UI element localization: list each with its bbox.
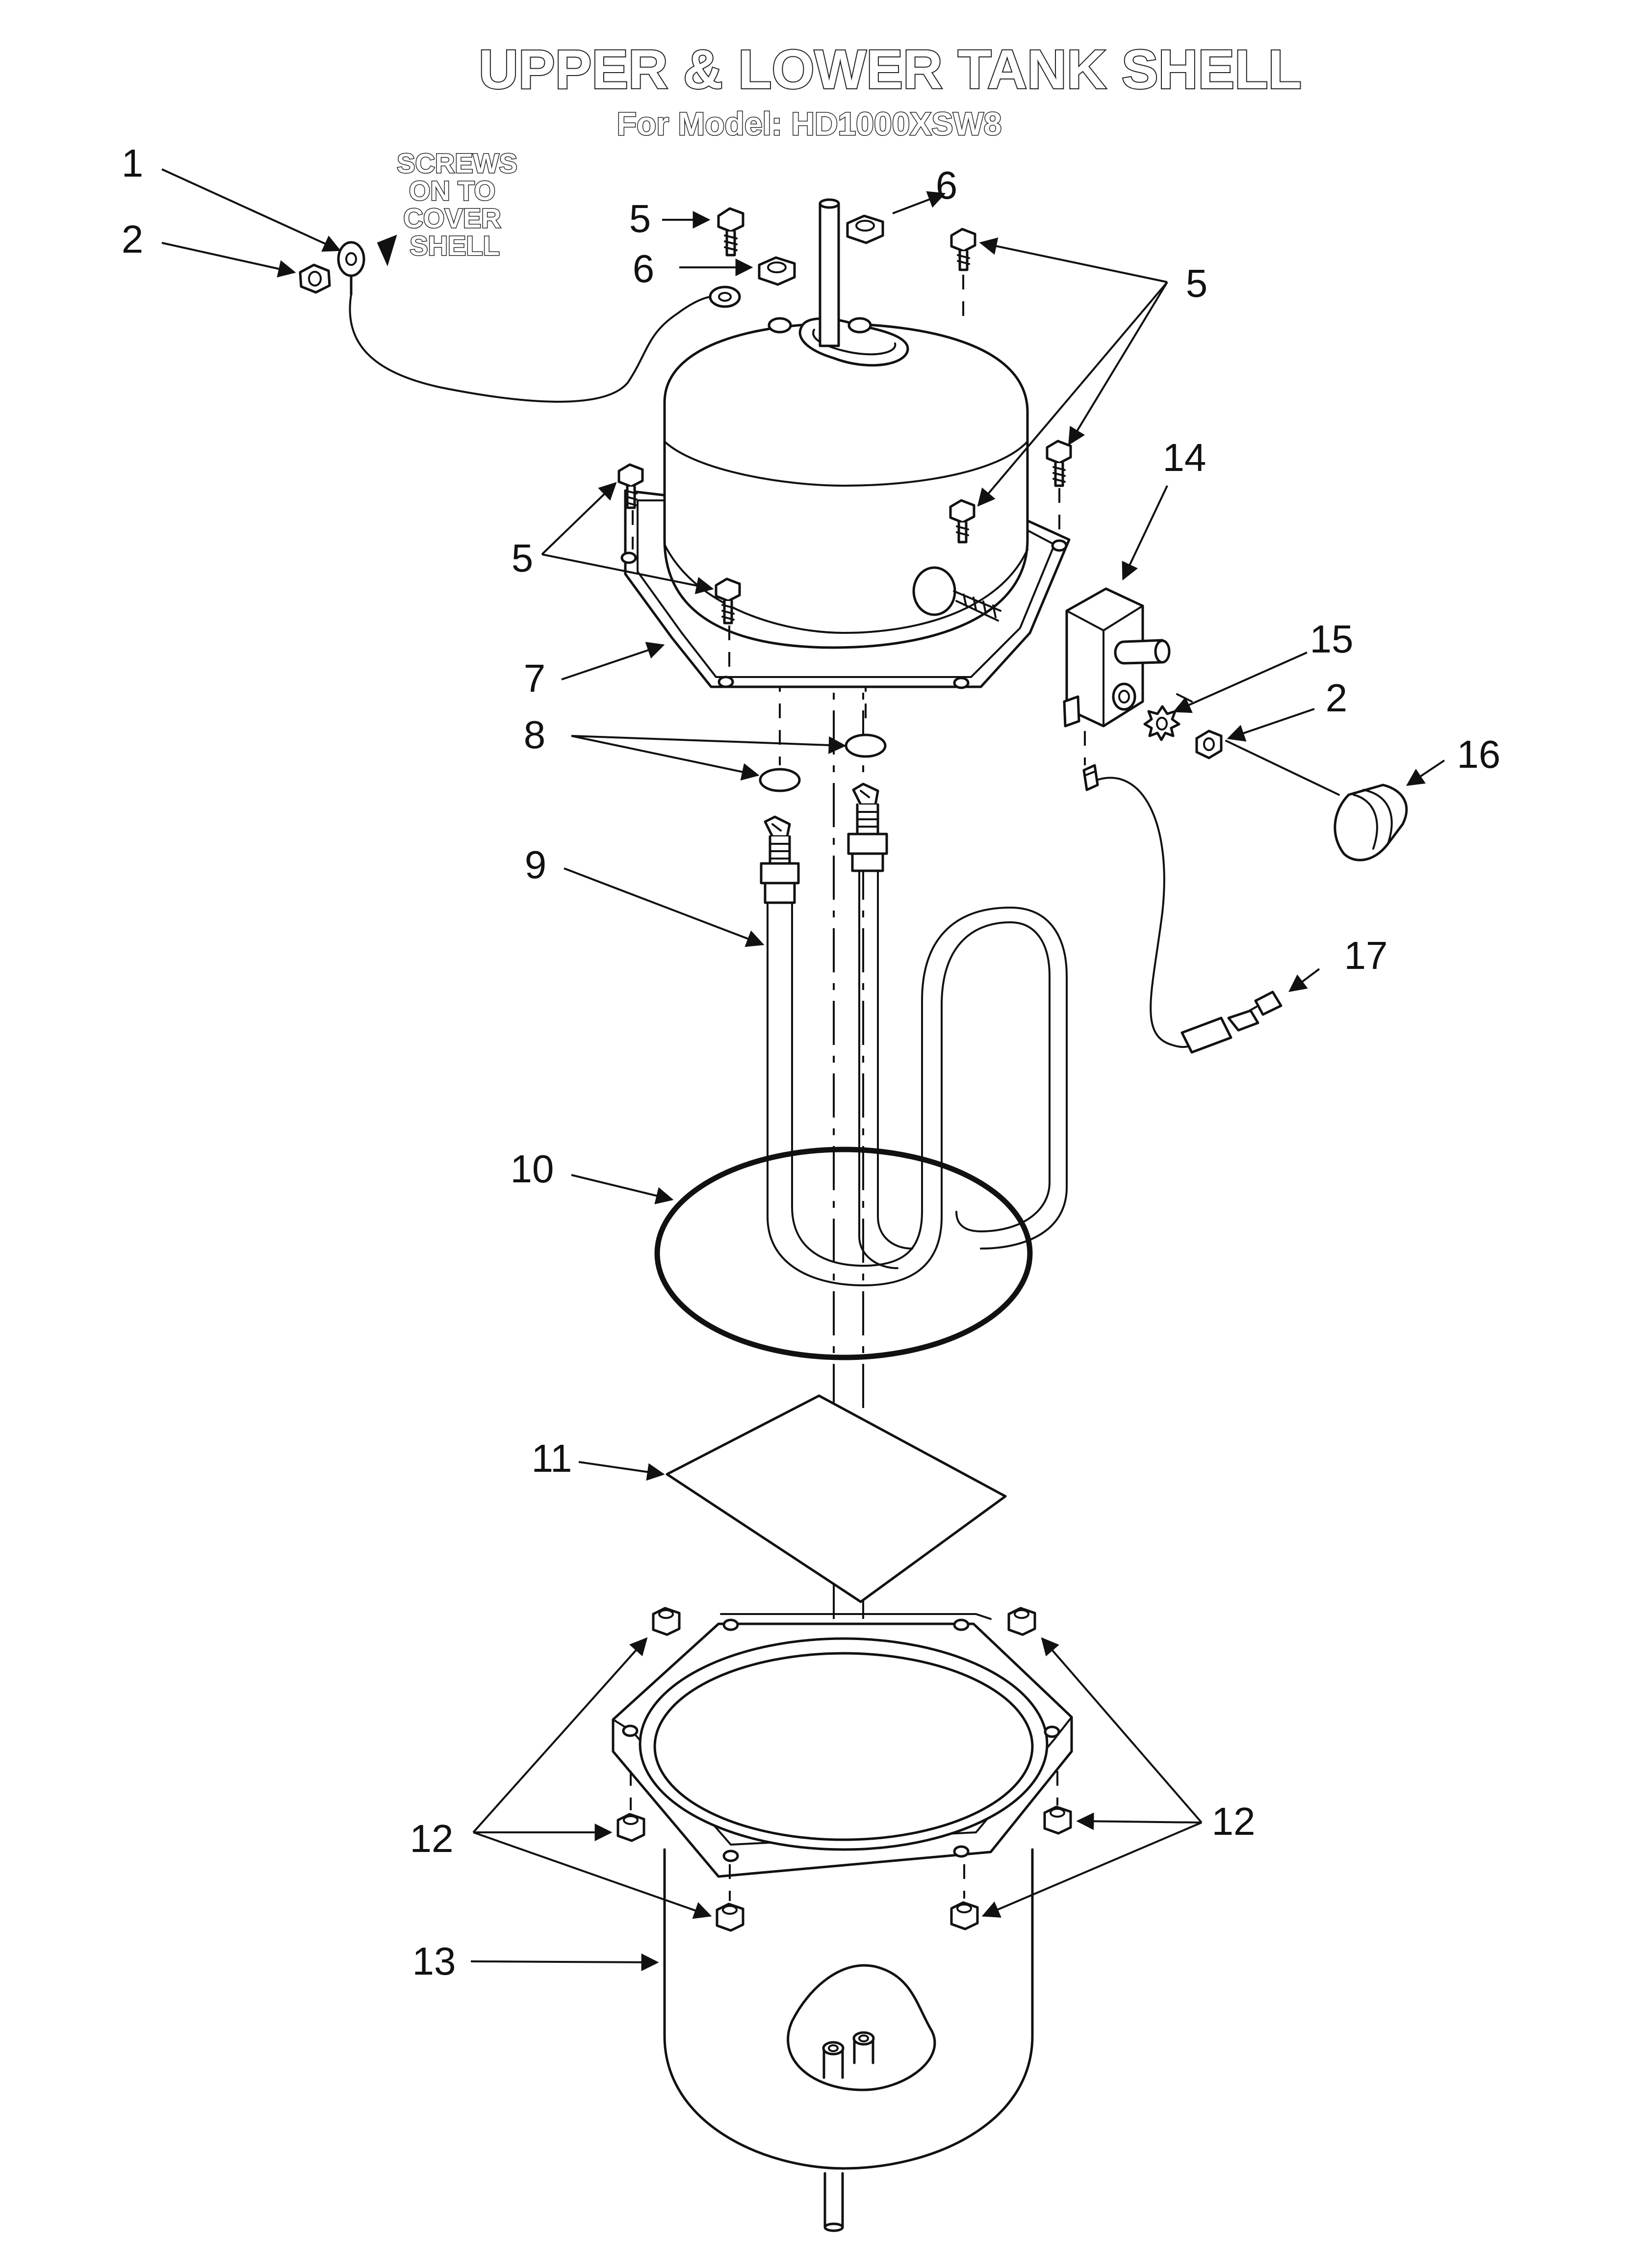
lower-nut-top-right	[1007, 1607, 1036, 1636]
screw-left-1	[617, 463, 644, 509]
screw-top-center	[717, 207, 744, 257]
note-line-2: ON TO	[409, 175, 495, 206]
insulation-pad	[666, 1394, 1007, 1603]
note-arrow	[377, 235, 397, 266]
callout-7: 7	[524, 656, 546, 700]
control-knob	[1334, 783, 1408, 861]
o-ring-left	[759, 768, 801, 792]
lower-tank-shell	[612, 1613, 1073, 2232]
note-line-3: COVER	[403, 203, 501, 234]
lower-nut-bottom-right	[950, 1901, 979, 1930]
screw-right-2	[949, 499, 975, 544]
callout-5-right: 5	[1186, 261, 1208, 305]
callout-labels: 1 2 5 6 6 5 5 7 8 9 10 11 12 12 13 14 15…	[122, 141, 1501, 1983]
callout-2: 2	[122, 217, 144, 261]
callout-16: 16	[1457, 732, 1501, 776]
upper-tank-shell	[620, 198, 1071, 689]
nut-top-right	[846, 214, 884, 244]
note-line-1: SCREWS	[397, 148, 517, 179]
callout-12-right: 12	[1212, 1799, 1256, 1843]
callout-5-top: 5	[629, 197, 651, 240]
lower-nut-mid-left	[616, 1813, 645, 1842]
screws-note: SCREWS ON TO COVER SHELL	[396, 147, 518, 262]
lower-nut-mid-right	[1043, 1805, 1072, 1835]
callout-1: 1	[122, 141, 144, 185]
lower-nut-top-left	[652, 1607, 681, 1636]
screw-top-right	[950, 228, 976, 271]
thermostat-wire	[1096, 777, 1203, 1048]
callout-11: 11	[531, 1436, 572, 1480]
leader-lines	[161, 168, 1445, 1971]
star-washer	[1143, 705, 1180, 741]
callout-12-left: 12	[410, 1817, 454, 1860]
callout-2-right: 2	[1326, 676, 1348, 720]
callout-5-left: 5	[512, 536, 534, 580]
nut-top-left	[758, 256, 796, 286]
o-ring-right	[845, 733, 887, 758]
ground-ring	[709, 286, 741, 308]
wire-terminal	[1180, 991, 1283, 1054]
callout-9: 9	[525, 843, 547, 886]
thermostat-wire-connector	[1082, 764, 1099, 791]
callout-10: 10	[511, 1147, 554, 1191]
ground-wire	[349, 293, 722, 403]
screw-right-1	[1046, 440, 1072, 487]
ground-nut	[299, 263, 331, 294]
thermostat-nut	[1195, 730, 1223, 759]
callout-6-top: 6	[936, 163, 958, 207]
thermostat	[1063, 587, 1171, 728]
callout-8: 8	[524, 713, 546, 756]
ground-terminal	[337, 241, 365, 296]
callout-17: 17	[1344, 934, 1388, 977]
callout-6-mid: 6	[633, 247, 655, 290]
lower-nut-bottom-left	[716, 1903, 744, 1932]
model-line: For Model: HD1000XSW8	[617, 105, 1002, 142]
screw-left-2	[715, 577, 741, 625]
diagram-title: UPPER & LOWER TANK SHELL	[479, 39, 1302, 100]
gasket	[654, 1147, 1033, 1360]
callout-14: 14	[1163, 436, 1206, 479]
heating-element	[760, 782, 1068, 1286]
callout-13: 13	[412, 1939, 456, 1983]
note-line-4: SHELL	[410, 230, 500, 261]
callout-15: 15	[1310, 617, 1354, 661]
